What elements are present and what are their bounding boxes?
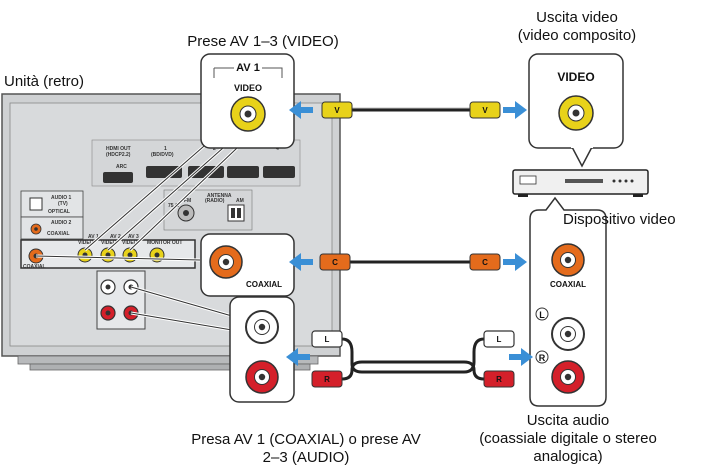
right-plug-right	[483, 370, 515, 388]
left-plug-left-label: L	[325, 335, 330, 344]
audio-out-caption-3: analogica)	[533, 448, 602, 465]
right-plug-left-label: R	[324, 375, 330, 384]
audio1-label: AUDIO 1	[51, 195, 72, 201]
av3-label: AV 3	[128, 234, 139, 240]
coaxial-plug-left-label: C	[332, 258, 338, 267]
device-audio-callout: COAXIAL L R	[529, 196, 607, 407]
coaxial-in-label: COAXIAL	[246, 280, 282, 289]
device-left-label: L	[539, 310, 545, 320]
video-cable: V V	[321, 101, 501, 119]
hdmi-out-sub-label: (HDCP2.2)	[106, 152, 131, 158]
av2-video-label: VIDEO	[101, 240, 117, 246]
video-plug-right-label: V	[482, 106, 488, 115]
am-terminal-icon	[227, 204, 245, 222]
left-plug-right	[483, 330, 515, 348]
bd-dvd-label: (BD/DVD)	[151, 152, 174, 158]
av-section: COAXIAL AV 1 AV 2 AV 3 VIDEO VIDEO VIDEO…	[20, 234, 196, 330]
video-device-icon	[512, 169, 649, 197]
left-plug-left	[311, 330, 343, 348]
device-right-label: R	[539, 353, 546, 363]
av1-video-callout: AV 1 VIDEO	[200, 53, 295, 149]
arc-label: ARC	[116, 164, 127, 170]
coaxial-plug-right-label: C	[482, 258, 488, 267]
hdmi-out-port	[103, 172, 133, 183]
hdmi-2-label: 2	[213, 146, 216, 152]
video-device-caption: Dispositivo video	[563, 211, 676, 228]
coaxial-in-callout: COAXIAL	[200, 233, 295, 297]
video-plug-right	[469, 101, 501, 119]
audio-in-callout	[229, 296, 295, 403]
coaxial-label-a2: COAXIAL	[47, 231, 70, 237]
audio-in-caption-2: 2–3 (AUDIO)	[263, 449, 350, 466]
right-plug-right-label: R	[496, 375, 502, 384]
coaxial-plug-left	[319, 253, 351, 271]
video-output-caption-1: Uscita video	[536, 9, 618, 26]
stereo-cable: L R L R	[311, 330, 515, 388]
coaxial-label-av1: COAXIAL	[23, 264, 46, 270]
optical-jack-icon	[29, 197, 43, 211]
optical-label: OPTICAL	[48, 209, 70, 215]
tv-label: (TV)	[58, 201, 68, 207]
video-output-caption-2: (video composito)	[518, 27, 636, 44]
video-arrow-right-icon	[503, 101, 527, 119]
hdmi-out-label: HDMI OUT	[106, 146, 131, 152]
antenna-label: ANTENNA	[207, 193, 232, 199]
av3-video-label: VIDEO	[122, 240, 138, 246]
coaxial-arrow-right-icon	[503, 253, 527, 271]
left-plug-right-label: L	[497, 335, 502, 344]
coaxial-plug-right	[469, 253, 501, 271]
antenna-block: ANTENNA (RADIO) FM AM 75 Ω	[163, 189, 253, 231]
coaxial-cable: C C	[319, 253, 501, 271]
hdmi-in-4-port	[263, 166, 295, 178]
fm-label: FM	[184, 198, 191, 204]
device-video-label: VIDEO	[557, 70, 594, 84]
video-plug-left-label: V	[334, 106, 340, 115]
device-coaxial-label: COAXIAL	[550, 280, 586, 289]
av2-label: AV 2	[110, 234, 121, 240]
unit-rear-caption: Unità (retro)	[4, 73, 84, 90]
audio-out-caption-2: (coassiale digitale o stereo	[479, 430, 657, 447]
hdmi-1-label: 1	[164, 146, 167, 152]
av1-callout-video: VIDEO	[234, 83, 262, 93]
av1-label: AV 1	[88, 234, 99, 240]
audio-in-caption-1: Presa AV 1 (COAXIAL) o prese AV	[191, 431, 421, 448]
right-plug-left	[311, 370, 343, 388]
hdmi-in-3-port	[227, 166, 259, 178]
monitor-out-label: MONITOR OUT	[147, 240, 182, 246]
audio-out-caption-1: Uscita audio	[527, 412, 610, 429]
av-jacks-video-caption: Prese AV 1–3 (VIDEO)	[187, 33, 338, 50]
audio-input-stack: AUDIO 1 (TV) OPTICAL AUDIO 2 COAXIAL	[20, 190, 84, 240]
av1-video-label: VIDEO	[78, 240, 94, 246]
am-label: AM	[236, 198, 244, 204]
hdmi-4-label: 4	[276, 146, 279, 152]
av1-callout-label: AV 1	[236, 62, 260, 74]
ohm-label: 75 Ω	[168, 203, 179, 209]
video-plug-left	[321, 101, 353, 119]
radio-label: (RADIO)	[205, 198, 225, 204]
hdmi-block: HDMI OUT (HDCP2.2) ARC 1 (BD/DVD) 2 4	[91, 139, 301, 187]
device-video-callout: VIDEO	[528, 53, 624, 168]
audio2-label: AUDIO 2	[51, 220, 72, 226]
